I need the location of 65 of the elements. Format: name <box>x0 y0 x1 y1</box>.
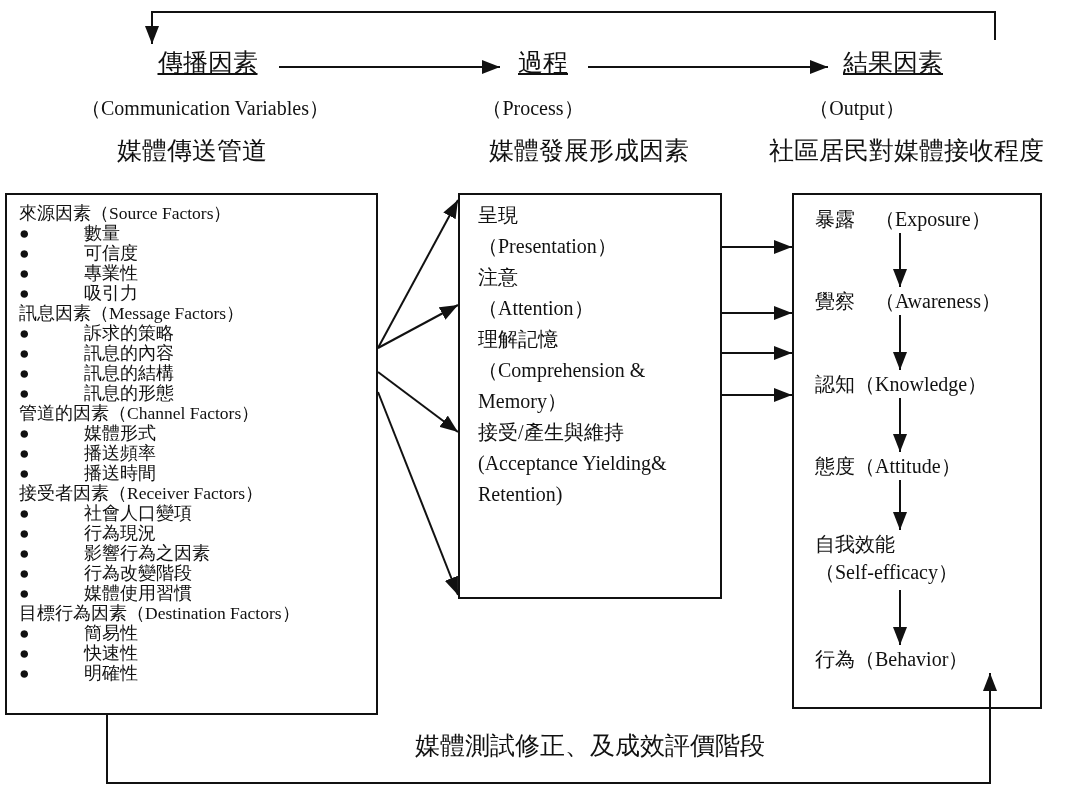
heading-text: 傳播因素 <box>157 48 258 78</box>
stage-text: （Presentation） <box>478 234 617 259</box>
arrow <box>106 672 997 784</box>
stage-text: (Acceptance Yielding& Retention) <box>478 451 668 508</box>
list-line: ● 快速性 <box>19 643 138 663</box>
list-line: ● 專業性 <box>19 263 138 283</box>
stage-text: 態度（Attitude） <box>815 454 961 479</box>
arrow <box>721 388 793 402</box>
stage-text: 覺察 （Awareness） <box>815 289 1001 314</box>
stage-text: 行為（Behavior） <box>815 647 969 672</box>
stage-text: 暴露 （Exposure） <box>815 207 991 233</box>
stage-text: 注意 <box>478 265 518 290</box>
list-line: ● 吸引力 <box>19 283 138 303</box>
list-line: ● 播送時間 <box>19 463 156 483</box>
list-line: ● 明確性 <box>19 663 138 683</box>
heading-text: 結果因素 <box>843 48 943 78</box>
list-line: ● 播送頻率 <box>19 443 156 463</box>
list-line: 來源因素（Source Factors） <box>19 203 232 223</box>
list-line: ● 行為現況 <box>19 523 156 543</box>
arrow <box>377 199 459 349</box>
list-line: ● 行為改變階段 <box>19 563 192 583</box>
list-line: ● 可信度 <box>19 243 138 263</box>
list-line: ● 訊息的內容 <box>19 343 174 363</box>
feedback-arrow <box>145 11 996 45</box>
stage-text: （Comprehension & Memory） <box>478 358 647 415</box>
list-line: 訊息因素（Message Factors） <box>19 303 245 323</box>
list-line: ● 簡易性 <box>19 623 138 643</box>
arrow <box>893 589 907 646</box>
stage-text: （Attention） <box>478 296 594 321</box>
arrow <box>893 397 907 453</box>
subtitle-text: （Output） <box>809 95 905 122</box>
subtitle-text: （Communication Variables） <box>81 95 329 121</box>
stage-text: 接受/產生與維持 <box>478 420 624 445</box>
arrow <box>377 371 459 433</box>
list-line: ● 社會人口變項 <box>19 503 192 523</box>
list-line: ● 訴求的策略 <box>19 323 174 343</box>
list-line: ● 數量 <box>19 223 120 243</box>
arrow <box>377 391 459 596</box>
arrow <box>893 314 907 371</box>
heading-text: 社區居民對媒體接收程度 <box>768 136 1044 166</box>
stage-text: 理解記憶 <box>478 327 558 352</box>
heading-text: 媒體發展形成因素 <box>489 136 689 166</box>
arrow <box>721 346 793 360</box>
stage-text: 呈現 <box>478 203 518 228</box>
arrow <box>377 304 459 349</box>
list-line: ● 媒體形式 <box>19 423 156 443</box>
list-line: ● 影響行為之因素 <box>19 543 210 563</box>
heading-text: 過程 <box>518 48 568 78</box>
list-line: ● 訊息的結構 <box>19 363 174 383</box>
arrow <box>721 306 793 320</box>
arrow <box>721 240 793 254</box>
stage-text: 認知（Knowledge） <box>815 372 988 398</box>
arrow <box>587 60 829 74</box>
stage-text: 自我效能 <box>815 532 895 557</box>
arrow <box>893 232 907 288</box>
stage-text: （Self-efficacy） <box>815 560 958 586</box>
list-line: ● 媒體使用習慣 <box>19 583 192 603</box>
arrow <box>278 60 501 74</box>
arrow <box>893 479 907 531</box>
list-line: 管道的因素（Channel Factors） <box>19 403 260 423</box>
heading-text: 媒體傳送管道 <box>116 136 267 166</box>
subtitle-text: （Process） <box>482 95 584 121</box>
list-line: 目標行為因素（Destination Factors） <box>19 603 300 623</box>
list-line: 接受者因素（Receiver Factors） <box>19 483 264 503</box>
list-line: ● 訊息的形態 <box>19 383 174 403</box>
